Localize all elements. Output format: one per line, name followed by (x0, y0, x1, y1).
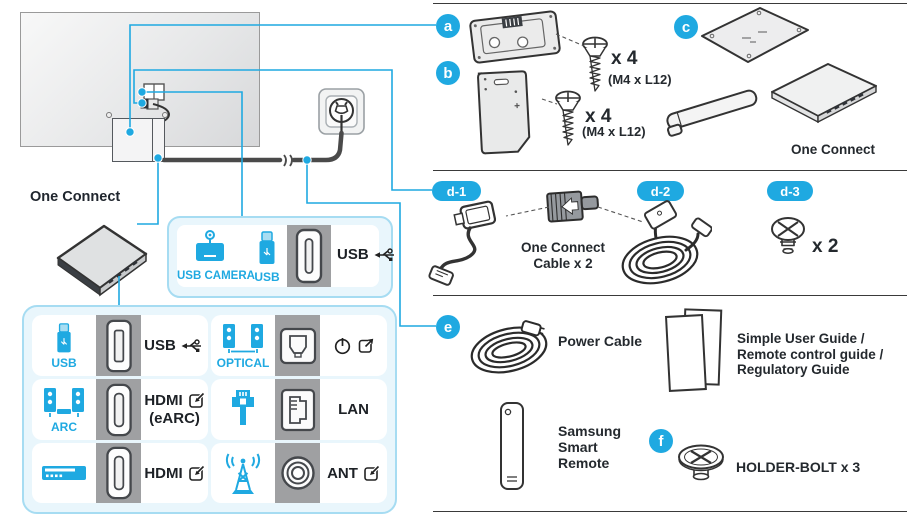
hdmi-port (105, 446, 132, 500)
cover-plate-c (701, 7, 809, 63)
lan-device-zone (211, 379, 275, 440)
one-connect-box (56, 224, 148, 297)
settop-device-zone (32, 443, 96, 503)
optical-port-strip (275, 315, 320, 376)
optical-speakers-icon (223, 323, 263, 353)
ant-label: ANT (327, 465, 380, 482)
port-cell-ant: ANT (211, 443, 387, 503)
input-arrow-icon (188, 464, 205, 481)
bracket-plate-b (477, 70, 531, 155)
port-cell-usb: USB USB (32, 315, 208, 376)
power-cable-label: Power Cable (558, 333, 643, 349)
usb-device-zone: USB (32, 315, 96, 376)
port-cell-optical: OPTICAL (211, 315, 387, 376)
usb-port-strip (96, 315, 141, 376)
badge-e: e (436, 315, 460, 339)
power-cable-line (161, 130, 344, 167)
lan-plug-icon (232, 389, 254, 425)
badge-b: b (436, 61, 460, 85)
separator-2 (433, 295, 907, 296)
audio-out-icon (334, 338, 350, 355)
screw-b-spec: (M4 x L12) (582, 124, 646, 139)
earc-sublabel: (eARC) (149, 410, 200, 427)
digital-audio-out-label (333, 336, 375, 355)
holder-bolt-label: HOLDER-BOLT x 3 (736, 459, 861, 475)
tv-screw-hole (106, 112, 112, 118)
optical-label: OPTICAL (216, 355, 270, 370)
lan-port (280, 388, 315, 431)
badge-d3: d-3 (767, 181, 813, 201)
one-connect-title: One Connect (30, 189, 121, 205)
guides-booklets (664, 308, 723, 392)
hdmi-port (105, 383, 132, 436)
bracket-plate-a (469, 10, 561, 64)
connector-detail (546, 190, 599, 223)
screw-a (582, 36, 608, 92)
usb-drive-icon (259, 231, 275, 264)
screw-b-qty: x 4 (585, 106, 612, 127)
hdmi-label: HDMI (144, 464, 205, 482)
optical-device-zone: OPTICAL (211, 315, 275, 376)
badge-f: f (649, 429, 673, 453)
optical-port (279, 327, 316, 364)
bar-c (666, 89, 758, 137)
usb-port-label: USB (337, 246, 398, 263)
badge-d1: d-1 (432, 181, 481, 201)
port-cell-hdmi: HDMI (32, 443, 208, 503)
badge-a: a (436, 14, 460, 38)
one-connect-cable-coil (621, 200, 712, 285)
one-connect-cable-label: One Connect Cable x 2 (520, 240, 605, 271)
usb-trident-icon (374, 247, 394, 261)
usb-port-strip (287, 225, 331, 287)
one-connect-c-label: One Connect (791, 142, 876, 157)
one-connect-box-c (771, 63, 877, 124)
input-arrow-icon (188, 392, 205, 408)
separator-bottom (433, 511, 907, 512)
screw-a-qty: x 4 (611, 48, 638, 69)
housing-divider (152, 119, 153, 161)
usb-label: USB (254, 270, 280, 284)
separator-top (433, 3, 907, 4)
usb-drive-icon (57, 322, 71, 352)
usb-panel: USB CAMERA USB USB (167, 216, 394, 298)
holder-bolt (678, 444, 724, 481)
usb-port-label: USB (144, 337, 205, 354)
usb-label: USB (51, 355, 77, 370)
lan-port-strip (275, 379, 320, 440)
arc-speakers-icon (44, 387, 84, 417)
arc-device-zone: ARC (32, 379, 96, 440)
arc-label: ARC (51, 419, 77, 434)
screw-a-spec: (M4 x L12) (608, 72, 672, 87)
antenna-icon (225, 453, 261, 494)
port-cell-hdmi-earc: ARC HDMI (e (32, 379, 208, 440)
screw-d3-qty: x 2 (812, 236, 839, 257)
antenna-device-zone (211, 443, 275, 503)
separator-1 (433, 170, 907, 171)
input-arrow-icon (364, 464, 380, 481)
screw-b (555, 90, 581, 146)
usb-camera-icon (196, 230, 224, 261)
usb-port (295, 228, 323, 284)
smart-remote (500, 402, 524, 490)
badge-d2: d-2 (637, 181, 684, 201)
hdmi-earc-label: HDMI (144, 392, 205, 409)
power-cable-coil (470, 320, 548, 374)
hdmi-port-strip (96, 379, 141, 440)
badge-c: c (674, 15, 698, 39)
lan-label: LAN (338, 401, 369, 418)
usb-panel-cell: USB CAMERA USB USB (177, 225, 394, 287)
guides-label: Simple User Guide / Remote control guide… (737, 331, 884, 377)
usb-camera-label: USB CAMERA (177, 270, 255, 282)
settop-box-icon (42, 466, 86, 480)
export-arrow-icon (358, 337, 374, 353)
usb-port (105, 319, 132, 372)
port-cell-lan: LAN (211, 379, 387, 440)
coax-port (280, 456, 315, 490)
ports-panel: USB USB (22, 305, 397, 514)
ant-port-strip (275, 443, 320, 503)
usb-trident-icon (181, 338, 201, 352)
hdmi-port-strip (96, 443, 141, 503)
screw-d3 (771, 217, 805, 254)
remote-label: Samsung Smart Remote (558, 423, 622, 471)
